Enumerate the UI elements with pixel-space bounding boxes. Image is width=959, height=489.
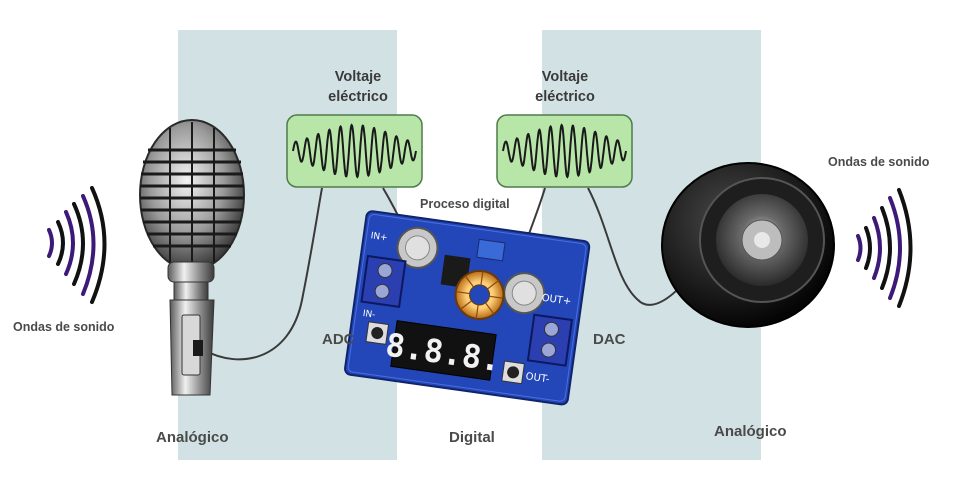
voltage-waveform-right <box>496 114 633 188</box>
sound-waves-label-left: Ondas de sonido <box>13 320 115 334</box>
label-out-plus: OUT+ <box>541 293 572 308</box>
dac-label: DAC <box>593 331 626 348</box>
voltage-label-left-line2: eléctrico <box>328 89 388 105</box>
label-in-plus: IN+ <box>370 231 388 243</box>
analog-label-right: Analógico <box>714 423 787 440</box>
label-out-minus: OUT- <box>525 371 551 385</box>
voltage-label-right-line1: Voltaje <box>541 69 589 85</box>
label-in-minus: IN- <box>362 309 376 321</box>
voltage-label-right: Voltaje eléctrico <box>525 67 605 107</box>
sound-waves-right-icon <box>856 188 913 308</box>
voltage-label-left-line1: Voltaje <box>334 69 382 85</box>
voltage-label-left: Voltaje eléctrico <box>318 67 398 107</box>
voltage-waveform-left <box>286 114 423 188</box>
microphone-icon <box>139 119 245 396</box>
speaker-icon <box>661 162 835 328</box>
voltage-label-right-line2: eléctrico <box>535 89 595 105</box>
digital-process-label: Proceso digital <box>420 197 510 211</box>
digital-label: Digital <box>449 429 495 446</box>
adc-label: ADC <box>322 331 355 348</box>
sound-waves-label-right: Ondas de sonido <box>828 155 930 169</box>
analog-label-left: Analógico <box>156 429 229 446</box>
sound-waves-left-icon <box>47 186 107 304</box>
converter-board: 8.8.8. OUT+ OUT- IN+ IN- <box>344 210 591 406</box>
